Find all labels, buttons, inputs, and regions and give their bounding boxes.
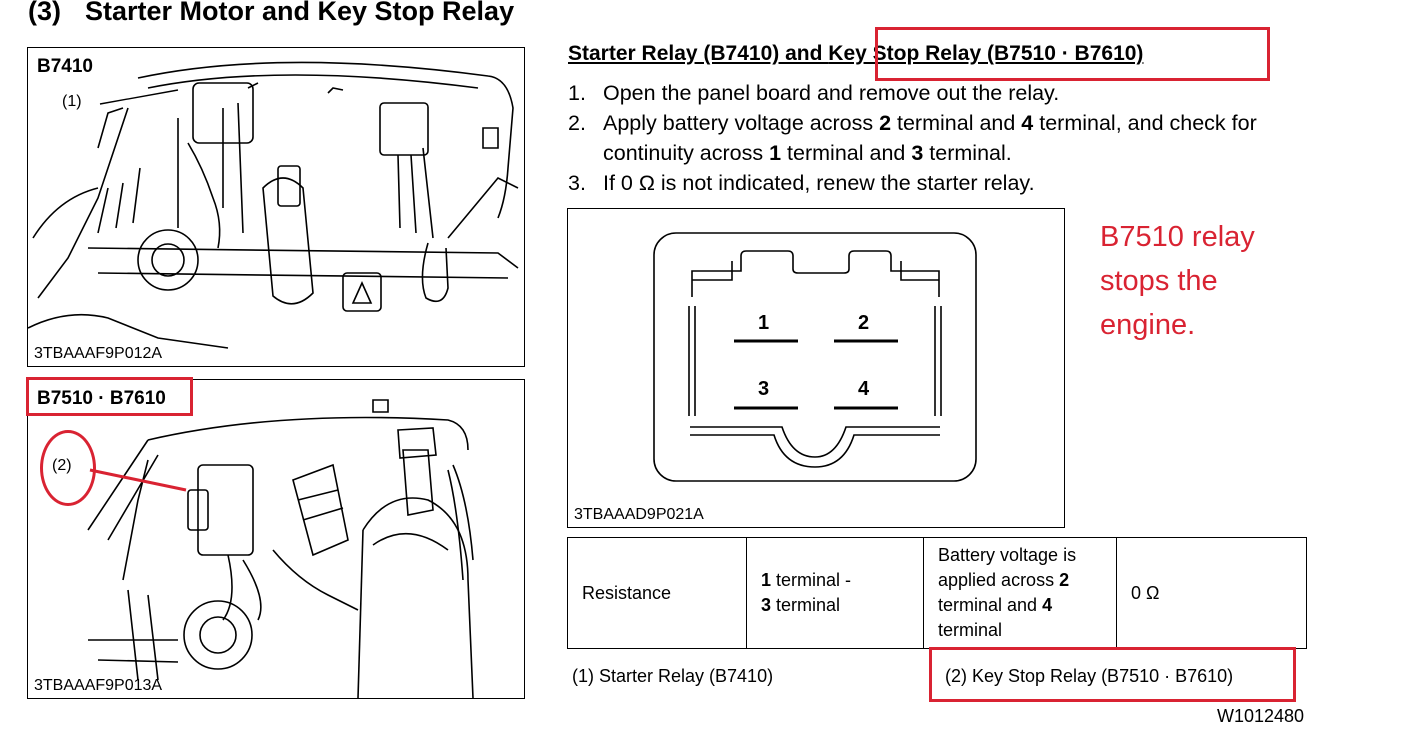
relay-socket-outline <box>653 232 977 482</box>
spec-value: 0 Ω <box>1116 537 1307 649</box>
section-title-part1: Starter Relay (B7410) and <box>568 42 829 65</box>
step-1: 1.Open the panel board and remove out th… <box>568 81 1060 105</box>
figure2-label-highlight <box>26 377 193 416</box>
procedure-steps: 1.Open the panel board and remove out th… <box>568 78 1328 198</box>
annotation-line-1: B7510 relay <box>1100 221 1255 253</box>
legend-item-2-highlight <box>929 647 1296 702</box>
page-heading: (3) Starter Motor and Key Stop Relay <box>28 0 514 27</box>
relay-diagram-code: 3TBAAAD9P021A <box>574 506 704 523</box>
figure1-callout: (1) <box>62 93 82 110</box>
annotation-line-2: stops the <box>1100 265 1218 297</box>
step-2: 2.Apply battery voltage across 2 termina… <box>568 111 1257 165</box>
section-title-highlight <box>875 27 1270 81</box>
figure2-label: B7510 · B7610 <box>37 388 166 409</box>
figure-b7410: B7410 (1) 3TBAAAF9P012A <box>27 47 525 367</box>
dashboard-illustration-1 <box>28 61 519 349</box>
figure1-code: 3TBAAAF9P012A <box>34 345 163 362</box>
figure-b7510-b7610: B7510 · B7610 (2) 3TBAAAF9P013A <box>27 379 525 699</box>
figure1-label: B7410 <box>37 56 93 77</box>
document-code: W1012480 <box>1217 706 1305 726</box>
terminal-3-label: 3 <box>758 378 770 400</box>
section-title-part2: Key Stop Relay (B7510 · B7610) <box>828 42 1144 65</box>
figure2-code: 3TBAAAF9P013A <box>34 677 163 694</box>
relay-terminal-diagram: 1 2 3 4 3TBAAAD9P021A <box>567 208 1065 528</box>
callout2-highlight <box>40 430 96 506</box>
annotation-note: B7510 relay stops the engine. <box>1100 215 1255 347</box>
terminal-1-label: 1 <box>758 312 770 334</box>
legend-item-1: (1) Starter Relay (B7410) <box>572 666 774 686</box>
terminal-4-label: 4 <box>858 378 870 400</box>
spec-condition: Battery voltage is applied across 2 term… <box>923 537 1117 649</box>
dashboard-illustration-2 <box>87 399 474 698</box>
resistance-spec-table: Resistance 1 terminal -3 terminal Batter… <box>567 537 1307 649</box>
spec-terminals: 1 terminal -3 terminal <box>746 537 924 649</box>
terminal-2-label: 2 <box>858 312 870 334</box>
section-title: Starter Relay (B7410) and Key Stop Relay… <box>568 42 1143 66</box>
step-3: 3.If 0 Ω is not indicated, renew the sta… <box>568 171 1035 195</box>
table-row: Resistance 1 terminal -3 terminal Batter… <box>567 537 1307 649</box>
heading-title: Starter Motor and Key Stop Relay <box>85 0 515 26</box>
spec-item: Resistance <box>567 537 747 649</box>
legend-item-2: (2) Key Stop Relay (B7510 · B7610) <box>945 666 1234 686</box>
heading-number: (3) <box>28 0 61 26</box>
annotation-line-3: engine. <box>1100 309 1196 341</box>
